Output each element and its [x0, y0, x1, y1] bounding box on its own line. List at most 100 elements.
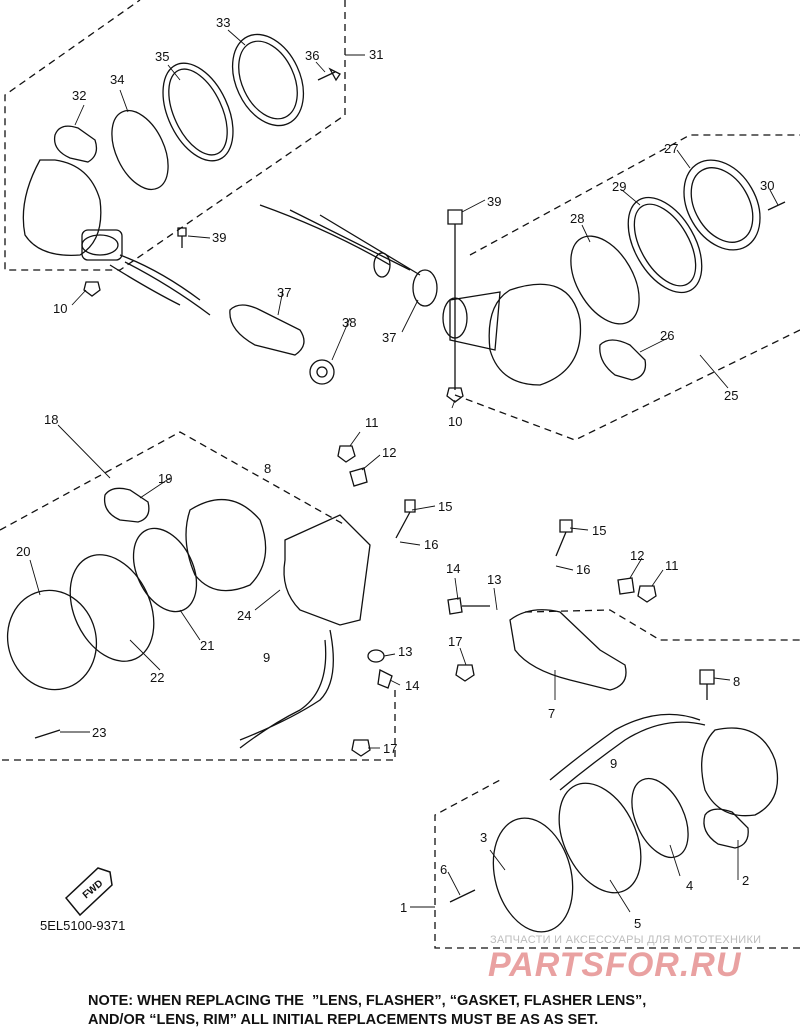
- callout-15-left: 15: [438, 499, 452, 514]
- bolt-8-right: [699, 669, 715, 700]
- callout-37-right: 37: [382, 330, 396, 345]
- callout-30: 30: [760, 178, 774, 193]
- callout-5: 5: [634, 916, 641, 931]
- bolt-39-right: [447, 209, 463, 390]
- assembly-outline-25: [454, 134, 800, 441]
- flasher-housing-25: [488, 283, 582, 386]
- housing-stem-31: [81, 229, 123, 261]
- callout-31: 31: [369, 47, 383, 62]
- watermark-logo: PARTSFOR.RU: [488, 946, 742, 984]
- nut-10-top: [83, 281, 101, 297]
- wires-31: [109, 254, 211, 316]
- gasket-4: [631, 777, 689, 859]
- screw-39-top: [177, 227, 187, 248]
- callout-23: 23: [92, 725, 106, 740]
- callout-13-right: 13: [487, 572, 501, 587]
- grommet-37-right: [412, 269, 438, 307]
- bulb-2: [703, 808, 749, 849]
- lens-29: [627, 196, 703, 294]
- callout-11-left: 11: [365, 415, 379, 430]
- callout-39-left: 39: [212, 230, 226, 245]
- callout-12-right: 12: [630, 548, 644, 563]
- callout-14-left: 14: [405, 678, 419, 693]
- callout-26: 26: [660, 328, 674, 343]
- bolt-14-right: [447, 597, 490, 615]
- lens-35-inner: [168, 68, 228, 156]
- assembly-outline-1: [434, 609, 800, 949]
- callout-17-left: 17: [383, 741, 397, 756]
- screw-23: [34, 729, 61, 739]
- rim-27-inner: [690, 167, 754, 243]
- callout-9-right: 9: [610, 756, 617, 771]
- rim-5: [558, 782, 642, 894]
- callout-39-right: 39: [487, 194, 501, 209]
- callout-37-center: 37: [277, 285, 291, 300]
- callout-8-right: 8: [733, 674, 740, 689]
- housing-neck-25: [449, 291, 501, 351]
- callout-21: 21: [200, 638, 214, 653]
- callout-29: 29: [612, 179, 626, 194]
- lens-35: [162, 62, 234, 162]
- gasket-34: [111, 109, 169, 191]
- callout-34: 34: [110, 72, 124, 87]
- assembly-outline-31: [4, 0, 346, 271]
- callout-2: 2: [742, 873, 749, 888]
- callout-3: 3: [480, 830, 487, 845]
- callout-10-left: 10: [53, 301, 67, 316]
- bulb-26: [599, 339, 647, 381]
- callout-27: 27: [664, 141, 678, 156]
- lens-3: [492, 817, 574, 933]
- callout-35: 35: [155, 49, 169, 64]
- wires-18: [239, 629, 334, 749]
- callout-22: 22: [150, 670, 164, 685]
- callout-labels: 1 2 3 4 5 6 7 8 8 9 9 10 10 11 11 12 12 …: [16, 15, 774, 931]
- callout-11-right: 11: [665, 558, 679, 573]
- fwd-arrow-icon: FWD: [64, 867, 113, 917]
- replacement-note: NOTE: WHEN REPLACING THE ”LENS, FLASHER”…: [88, 992, 788, 1030]
- washer-13-left: [367, 649, 385, 663]
- screw-30: [767, 201, 786, 211]
- flasher-housing-18: [185, 498, 267, 592]
- grommet-37-center: [229, 304, 305, 356]
- nut-10-right: [446, 387, 464, 403]
- watermark-caption: ЗАПЧАСТИ И АКСЕССУАРЫ ДЛЯ МОТОТЕХНИКИ: [490, 934, 762, 946]
- part-number: 5EL5100-9371: [40, 918, 126, 933]
- bolt-14-left: [377, 669, 393, 689]
- callout-8-left: 8: [264, 461, 271, 476]
- wires-25: [259, 204, 421, 276]
- bracket-24: [283, 514, 371, 626]
- collar-38-right: [373, 252, 391, 278]
- callout-15-right: 15: [592, 523, 606, 538]
- callout-14-right: 14: [446, 561, 460, 576]
- callout-6: 6: [440, 862, 447, 877]
- gasket-28: [570, 235, 640, 325]
- collar-12-left: [349, 467, 368, 487]
- callout-10-right: 10: [448, 414, 462, 429]
- screw-6: [449, 889, 476, 903]
- housing-mount-31: [81, 234, 119, 256]
- screw-36: [317, 67, 341, 82]
- note-line-2: AND/OR “LENS, RIM” ALL INITIAL REPLACEME…: [88, 1012, 599, 1028]
- rim-27: [683, 159, 761, 251]
- callout-16-left: 16: [424, 537, 438, 552]
- rim-33: [231, 33, 305, 127]
- callout-19: 19: [158, 471, 172, 486]
- lens-29-inner: [633, 203, 697, 287]
- wires-1: [549, 713, 706, 791]
- bolt-15-right: [555, 519, 573, 557]
- rim-33-inner: [238, 40, 298, 120]
- bracket-7: [509, 609, 627, 691]
- bulb-32: [53, 125, 98, 163]
- bolt-15-left: [395, 499, 416, 539]
- callout-33: 33: [216, 15, 230, 30]
- flasher-housing-31: [22, 159, 102, 256]
- callout-32: 32: [72, 88, 86, 103]
- flasher-housing-1: [701, 727, 779, 817]
- callout-9-left: 9: [263, 650, 270, 665]
- leader-lines: [29, 29, 779, 913]
- collar-12-right: [617, 577, 635, 595]
- callout-1: 1: [400, 900, 407, 915]
- callout-13-left: 13: [398, 644, 412, 659]
- nut-11-right: [637, 585, 657, 603]
